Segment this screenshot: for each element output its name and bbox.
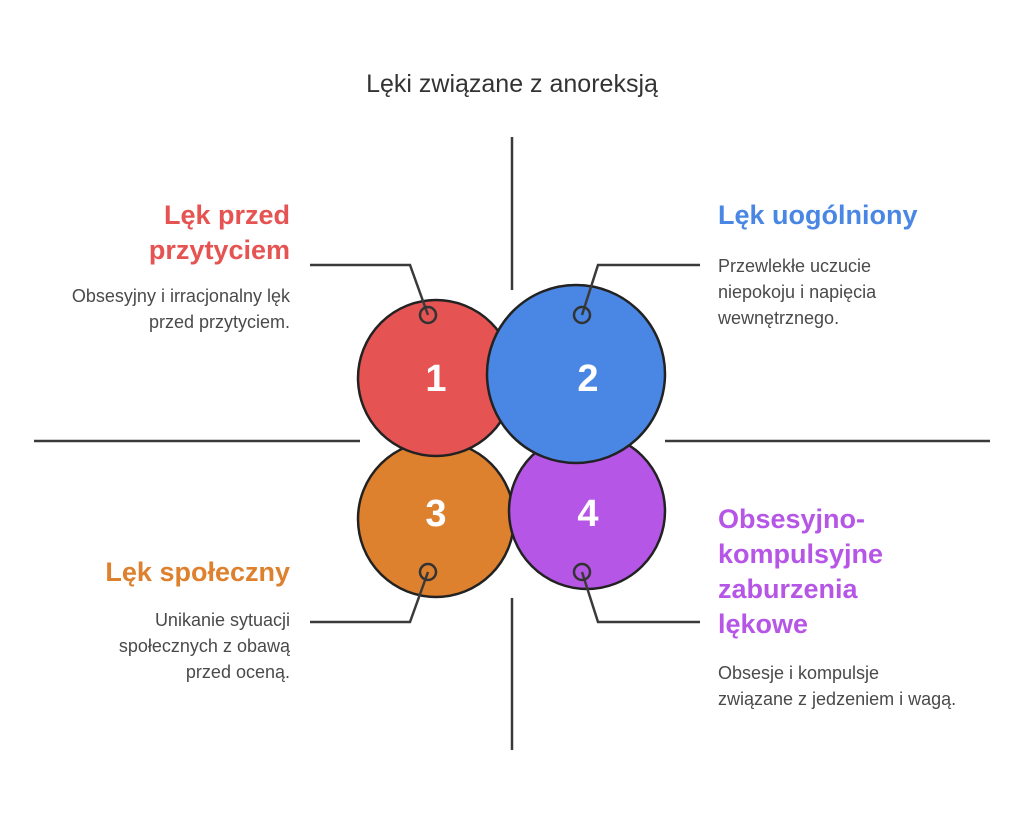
heading-4: Obsesyjno-kompulsyjne zaburzenia lękowe bbox=[718, 504, 884, 639]
diagram-title: Lęki związane z anoreksją bbox=[366, 70, 658, 98]
circle-2 bbox=[485, 283, 667, 465]
connector-2 bbox=[580, 263, 700, 316]
heading-1: Lęk przed przytyciem bbox=[148, 200, 290, 265]
circle-3-number: 3 bbox=[425, 493, 446, 535]
circle-1-number: 1 bbox=[425, 358, 446, 400]
description-4: Obsesje i kompulsje związane z jedzeniem… bbox=[718, 663, 957, 709]
connector-1-dot bbox=[418, 305, 438, 325]
description-3: Unikanie sytuacji społecznych z obawą pr… bbox=[118, 610, 290, 682]
connector-1 bbox=[310, 263, 430, 316]
connector-2-dot bbox=[572, 305, 592, 325]
circle-2-number: 2 bbox=[577, 358, 598, 400]
connector-4 bbox=[580, 571, 700, 624]
connector-3-dot bbox=[418, 562, 438, 582]
heading-2: Lęk uogólniony bbox=[718, 200, 918, 230]
description-2: Przewlekłe uczucie niepokoju i napięcia … bbox=[718, 256, 877, 328]
description-1: Obsesyjny i irracjonalny lęk przed przyt… bbox=[71, 286, 290, 332]
heading-3: Lęk społeczny bbox=[105, 557, 290, 587]
connector-3 bbox=[310, 571, 430, 624]
circle-4-number: 4 bbox=[577, 493, 598, 535]
connector-4-dot bbox=[572, 562, 592, 582]
